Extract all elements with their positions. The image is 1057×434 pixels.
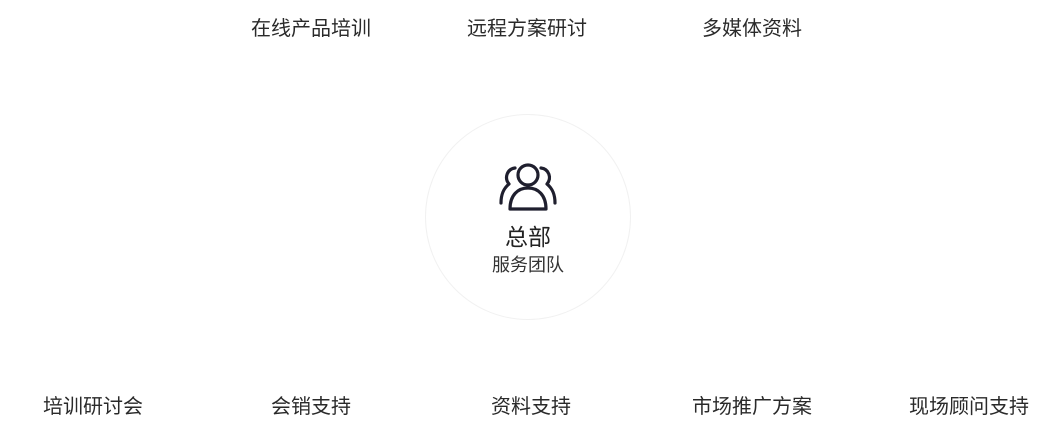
- service-item-seminar: 培训研讨会: [43, 394, 143, 418]
- service-item-remote-solution: 远程方案研讨: [467, 16, 587, 40]
- service-item-multimedia: 多媒体资料: [702, 16, 802, 40]
- center-title: 总部: [505, 225, 551, 251]
- service-item-onsite-consulting: 现场顾问支持: [909, 394, 1029, 418]
- service-item-online-training: 在线产品培训: [251, 16, 371, 40]
- user-group-icon: [499, 163, 557, 211]
- center-subtitle: 服务团队: [492, 255, 564, 276]
- service-item-materials-support: 资料支持: [491, 394, 571, 418]
- hq-circle: [425, 114, 631, 320]
- service-item-marketing-support: 会销支持: [271, 394, 351, 418]
- service-item-market-promotion: 市场推广方案: [692, 394, 812, 418]
